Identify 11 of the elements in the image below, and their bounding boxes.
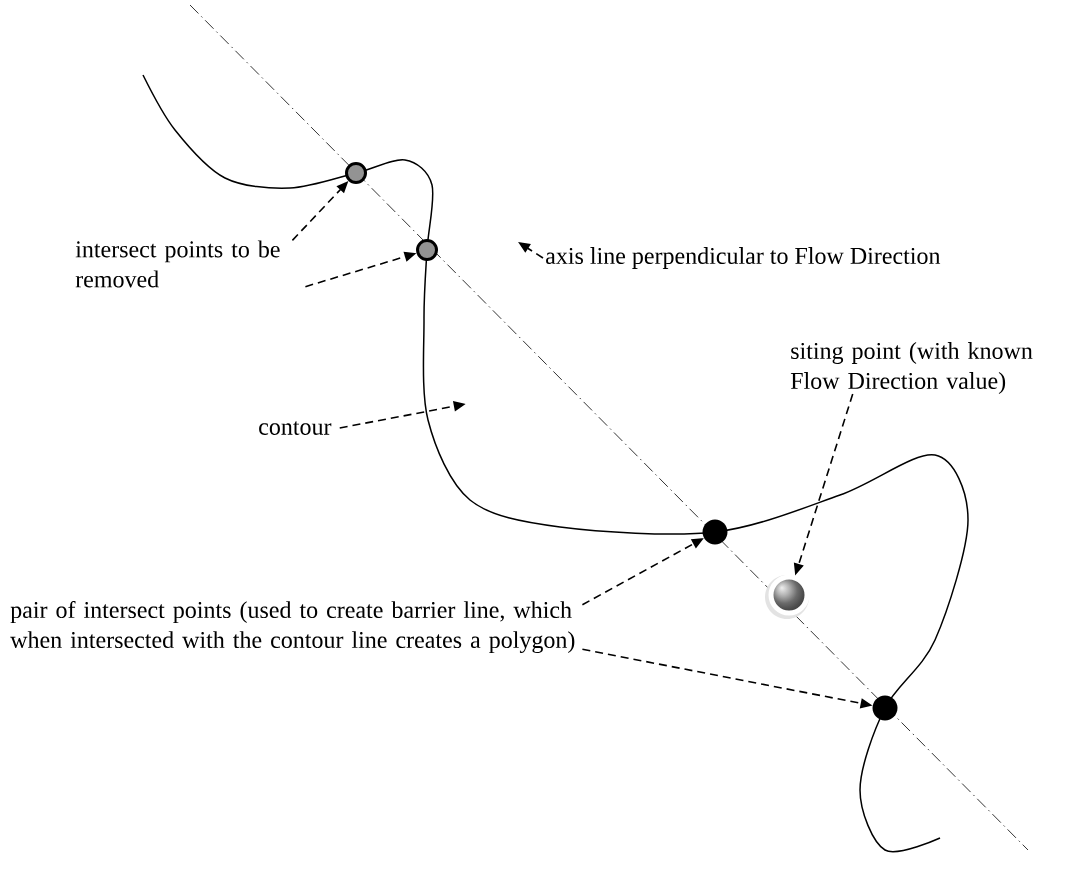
intersect-point [702, 519, 728, 545]
text-label: axis line perpendicular to Flow Direction [546, 247, 941, 269]
intersect-point [416, 239, 438, 261]
text-label: contour [259, 421, 332, 435]
siting-point [765, 574, 810, 619]
intersect-point [872, 695, 898, 721]
intersect-point [345, 162, 367, 184]
leader-arrow [518, 242, 544, 259]
text-label: siting point (with known Flow Direction value) [790, 342, 1033, 394]
text-label: pair of intersect points (used to create barrier line, which when intersected with the contour line creates a polygon) [10, 601, 575, 654]
text-label: intersect points to be removed [75, 240, 280, 288]
